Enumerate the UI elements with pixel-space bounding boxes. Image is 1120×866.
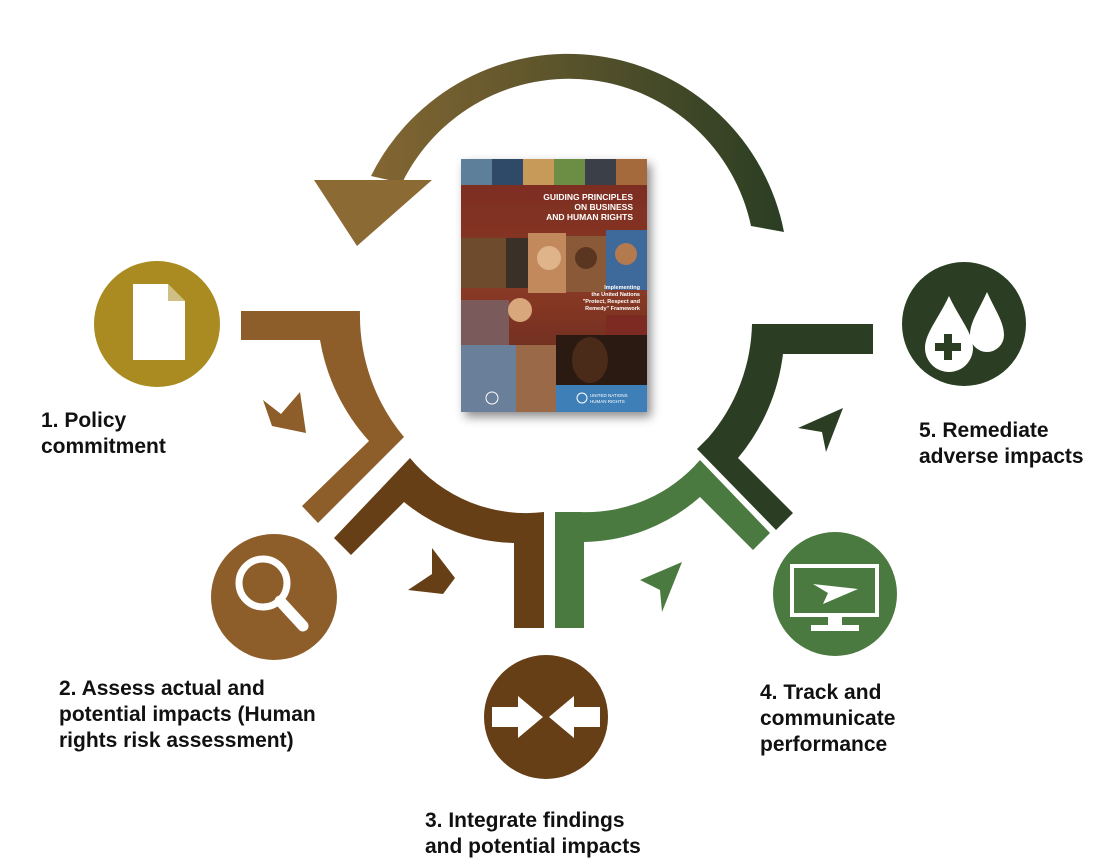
ohchr-emblem-icon	[576, 392, 588, 404]
step-3-segment	[555, 460, 770, 628]
step-1-label-line-2: commitment	[41, 435, 166, 458]
step-4-label-line-1: 4. Track and	[760, 681, 882, 704]
document-fold	[168, 284, 185, 301]
step-2-icon-circle	[211, 534, 337, 660]
cover-title-line-2: ON BUSINESS	[574, 202, 633, 212]
step-1-label-line-1: 1. Policy	[41, 409, 127, 432]
step-2-label-line-1: 2. Assess actual and	[59, 677, 265, 700]
magnifier-icon	[235, 555, 309, 632]
cover-subtitle-line-3: "Protect, Respect and	[583, 299, 640, 305]
step-2-label-line-3: rights risk assessment)	[59, 729, 294, 752]
step-5-segment	[697, 324, 873, 530]
monitor-icon	[790, 564, 879, 631]
cover-subtitle-line-4: Remedy" Framework	[585, 306, 641, 312]
cycle-arrow-head	[314, 180, 432, 246]
converging-arrows-icon	[492, 696, 600, 738]
chevron-2	[408, 548, 455, 594]
step-2-label-line-2: potential impacts (Human	[59, 703, 316, 726]
cover-photo-mosaic	[461, 230, 647, 355]
step-4-icon-circle	[773, 532, 897, 656]
cycle-arrow	[314, 53, 784, 246]
step-3-label-line-1: 3. Integrate findings	[425, 809, 625, 832]
cover-title-line-3: AND HUMAN RIGHTS	[546, 212, 633, 222]
paper-plane-icon	[813, 584, 858, 604]
step-1-icon-circle	[94, 261, 220, 387]
step-3-icon-circle	[484, 655, 608, 779]
step-2-label: 2. Assess actual and potential impacts (…	[59, 676, 316, 754]
cover-subtitle: Implementing the United Nations "Protect…	[583, 285, 641, 312]
step-5-label-line-1: 5. Remediate	[919, 419, 1049, 442]
cover-publisher-line-1: UNITED NATIONS	[590, 393, 628, 398]
step-1-segment	[241, 311, 404, 523]
cover-photo-strip-top	[461, 159, 647, 185]
cover-subtitle-line-2: the United Nations	[591, 292, 640, 298]
cycle-arrow-arc	[371, 53, 784, 232]
step-2-segment	[334, 458, 544, 628]
un-emblem-icon	[485, 391, 499, 405]
cover-publisher: UNITED NATIONS HUMAN RIGHTS	[485, 391, 628, 405]
cover-title-line-1: GUIDING PRINCIPLES	[543, 192, 633, 202]
cover-publisher-line-2: HUMAN RIGHTS	[590, 399, 625, 404]
cover-title: GUIDING PRINCIPLES ON BUSINESS AND HUMAN…	[543, 192, 633, 222]
step-4-label: 4. Track and communicate performance	[760, 680, 895, 758]
cover-subtitle-line-1: Implementing	[604, 285, 640, 291]
step-1-label: 1. Policy commitment	[41, 408, 166, 460]
step-4-label-line-3: performance	[760, 733, 888, 756]
chevron-4	[798, 408, 843, 452]
step-3-label-line-2: and potential impacts	[425, 835, 641, 858]
step-5-label: 5. Remediate adverse impacts	[919, 418, 1084, 470]
step-3-label: 3. Integrate findings and potential impa…	[425, 808, 641, 860]
chevron-1	[263, 392, 306, 433]
report-cover: GUIDING PRINCIPLES ON BUSINESS AND HUMAN…	[461, 159, 647, 412]
step-4-label-line-2: communicate	[760, 707, 896, 730]
document-icon	[133, 284, 185, 360]
step-5-icon-circle	[902, 262, 1026, 386]
drops-icon	[925, 292, 1004, 372]
chevron-3	[640, 562, 682, 612]
cover-photo-bottom	[461, 335, 647, 412]
step-5-label-line-2: adverse impacts	[919, 445, 1084, 468]
